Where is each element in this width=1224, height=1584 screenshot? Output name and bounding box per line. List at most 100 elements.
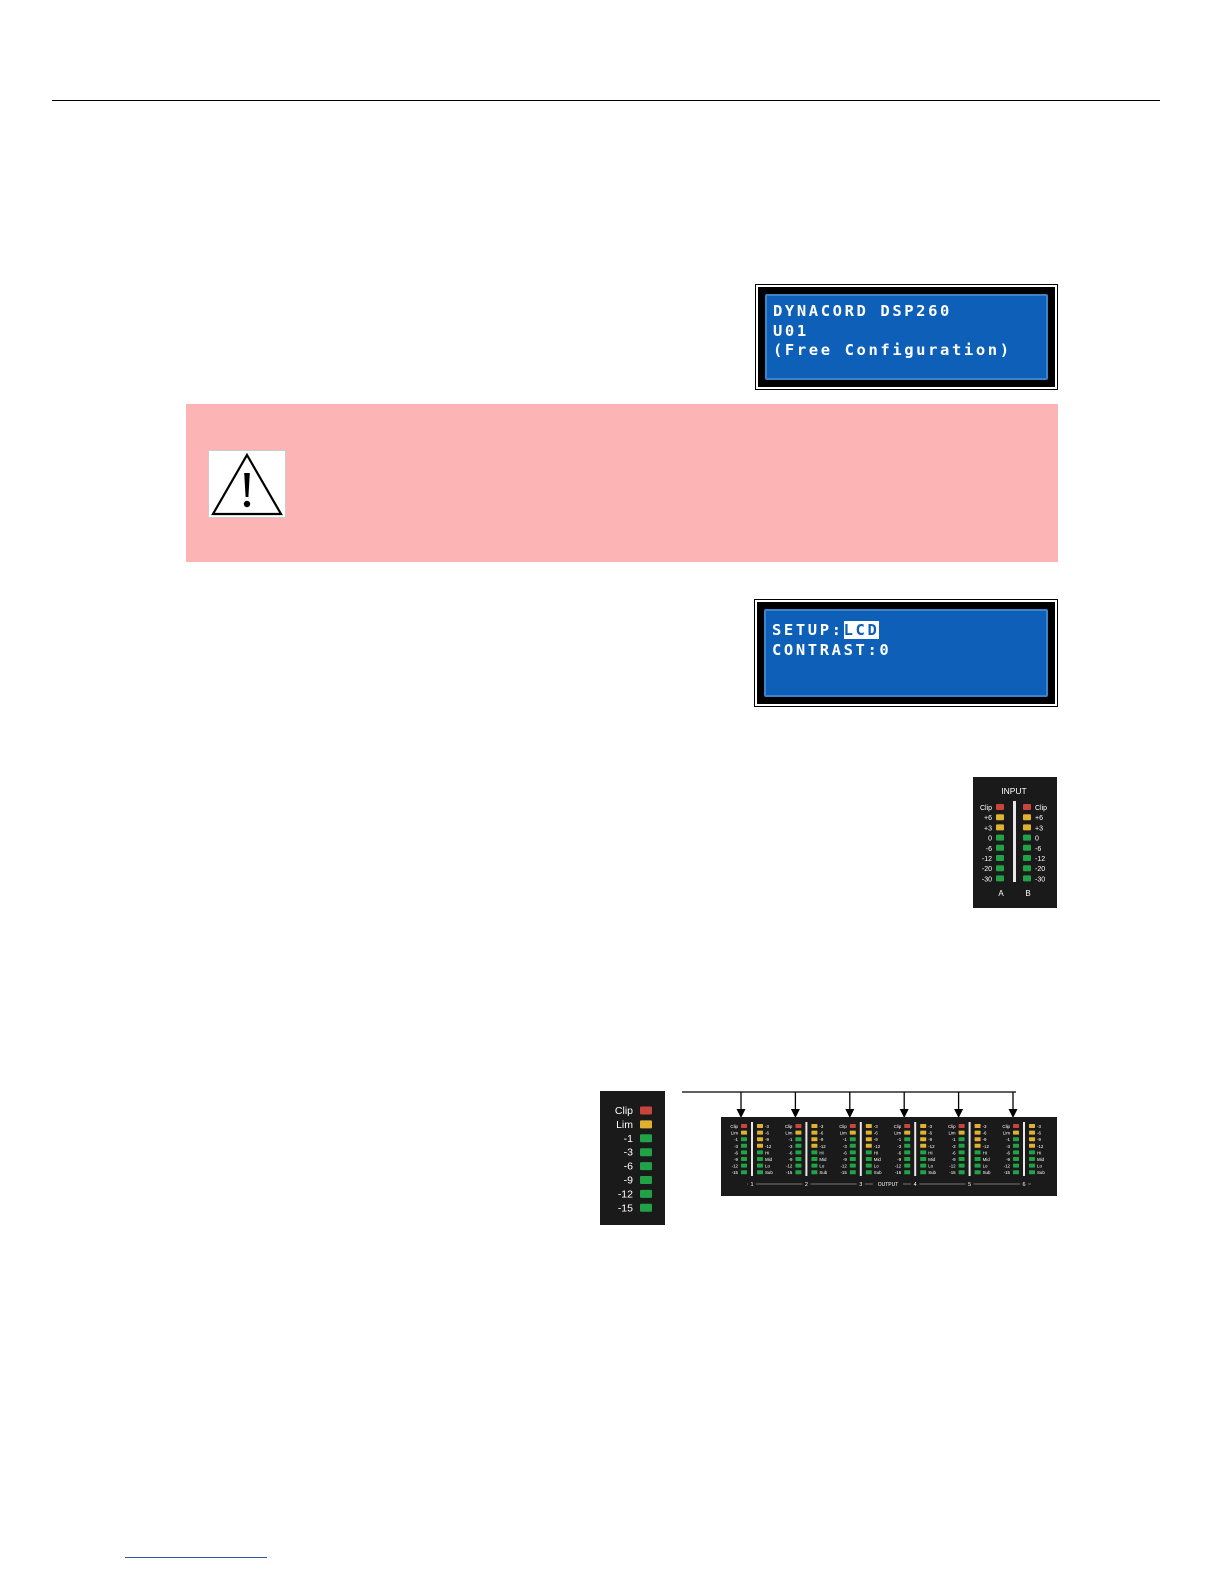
arrow-down-icon <box>736 1109 746 1118</box>
input-a-level-label: Clip <box>980 805 992 812</box>
output-level-label: -15 <box>840 1170 847 1175</box>
output-level-label: Clip <box>785 1124 793 1129</box>
output-level-label: -9 <box>788 1157 792 1162</box>
output-aux-label: -6 <box>928 1131 932 1136</box>
output-level-label: -3 <box>843 1144 847 1149</box>
output-aux-led <box>920 1143 927 1148</box>
output-led <box>1013 1124 1019 1128</box>
output-aux-label: HI <box>819 1150 823 1155</box>
output-level-label: Clip <box>1002 1124 1010 1129</box>
output-aux-label: Mid <box>819 1157 827 1162</box>
output-level-label: -6 <box>788 1150 792 1155</box>
input-b-led <box>1023 844 1031 851</box>
output-aux-led <box>811 1163 818 1168</box>
output-aux-led <box>974 1130 981 1135</box>
output-led <box>904 1157 911 1161</box>
input-a-led <box>996 834 1004 841</box>
output-aux-led <box>920 1170 927 1175</box>
output-level-label: -15 <box>1004 1170 1011 1175</box>
output-led <box>904 1163 911 1168</box>
output-aux-led <box>811 1143 818 1148</box>
output-aux-label: -3 <box>819 1124 823 1129</box>
output-level-label: -3 <box>1006 1144 1010 1149</box>
output-aux-led <box>865 1170 872 1175</box>
output-level-label: Lim <box>785 1131 792 1136</box>
legend-level-label: -3 <box>624 1147 633 1159</box>
input-a-led <box>996 804 1004 810</box>
output-led <box>741 1124 747 1128</box>
output-level-label: -1 <box>952 1137 956 1142</box>
output-led <box>795 1124 802 1128</box>
input-b-level-label: +6 <box>1035 815 1043 822</box>
output-channel-number: 5 <box>968 1182 971 1188</box>
input-a-led <box>996 844 1004 851</box>
output-level-label: -12 <box>949 1164 956 1169</box>
output-led <box>741 1170 747 1175</box>
output-aux-led <box>974 1124 981 1128</box>
output-aux-label: Sub <box>874 1170 882 1175</box>
output-level-label: -3 <box>897 1144 901 1149</box>
output-aux-label: Sub <box>928 1170 936 1175</box>
lcd-screen: DYNACORD DSP260 U01 (Free Configuration) <box>765 294 1048 380</box>
arrow-down-icon <box>899 1109 909 1118</box>
output-aux-led <box>920 1130 927 1135</box>
output-aux-led <box>974 1150 981 1155</box>
output-level-label: Clip <box>894 1124 902 1129</box>
input-b-level-label: -12 <box>1035 856 1045 863</box>
output-level-label: -1 <box>734 1137 738 1142</box>
legend-led <box>640 1120 652 1129</box>
output-aux-label: Lo <box>1037 1164 1042 1169</box>
output-aux-label: -12 <box>765 1144 772 1149</box>
output-aux-led <box>865 1130 872 1135</box>
output-level-label: -9 <box>734 1157 738 1162</box>
output-level-label: -1 <box>1006 1137 1010 1142</box>
output-led <box>849 1150 856 1155</box>
output-aux-label: Sub <box>983 1170 991 1175</box>
output-aux-label: Sub <box>765 1170 773 1175</box>
output-aux-led <box>920 1163 927 1168</box>
output-aux-led <box>811 1150 818 1155</box>
output-level-label: -12 <box>786 1164 793 1169</box>
output-aux-label: -3 <box>928 1124 932 1129</box>
output-aux-led <box>920 1137 927 1142</box>
input-b-led <box>1023 834 1031 841</box>
legend-level-label: -1 <box>624 1133 633 1145</box>
output-aux-led <box>865 1150 872 1155</box>
output-aux-label: -9 <box>874 1137 878 1142</box>
output-aux-led <box>757 1150 763 1155</box>
input-a-level-label: -20 <box>982 866 992 873</box>
output-aux-led <box>757 1157 763 1161</box>
output-aux-label: Mid <box>874 1157 882 1162</box>
output-level-label: -9 <box>1006 1157 1010 1162</box>
input-a-level-label: -6 <box>986 846 992 853</box>
output-divider <box>751 1122 753 1176</box>
output-channel-number: 2 <box>805 1182 808 1188</box>
output-led <box>849 1130 856 1135</box>
output-aux-led <box>865 1137 872 1142</box>
output-aux-led <box>974 1170 981 1175</box>
output-level-label: -3 <box>788 1144 792 1149</box>
output-level-label: -12 <box>840 1164 847 1169</box>
output-aux-led <box>1029 1143 1035 1148</box>
output-channel-number: 1 <box>750 1182 753 1188</box>
output-aux-label: HI <box>928 1150 932 1155</box>
output-aux-label: -12 <box>983 1144 990 1149</box>
output-aux-label: -6 <box>983 1131 987 1136</box>
output-aux-led <box>811 1137 818 1142</box>
output-level-label: -12 <box>732 1164 739 1169</box>
input-b-level-label: Clip <box>1035 805 1047 812</box>
output-channel-number: 3 <box>859 1182 862 1188</box>
lcd-line-2: U01 <box>773 321 809 340</box>
output-aux-led <box>757 1124 763 1128</box>
input-b-level-label: 0 <box>1035 836 1039 843</box>
input-meter-svg: INPUT Clip+6+30-6-12-20-30 Clip+6+30-6-1… <box>980 786 1047 898</box>
input-b-led <box>1023 824 1031 831</box>
